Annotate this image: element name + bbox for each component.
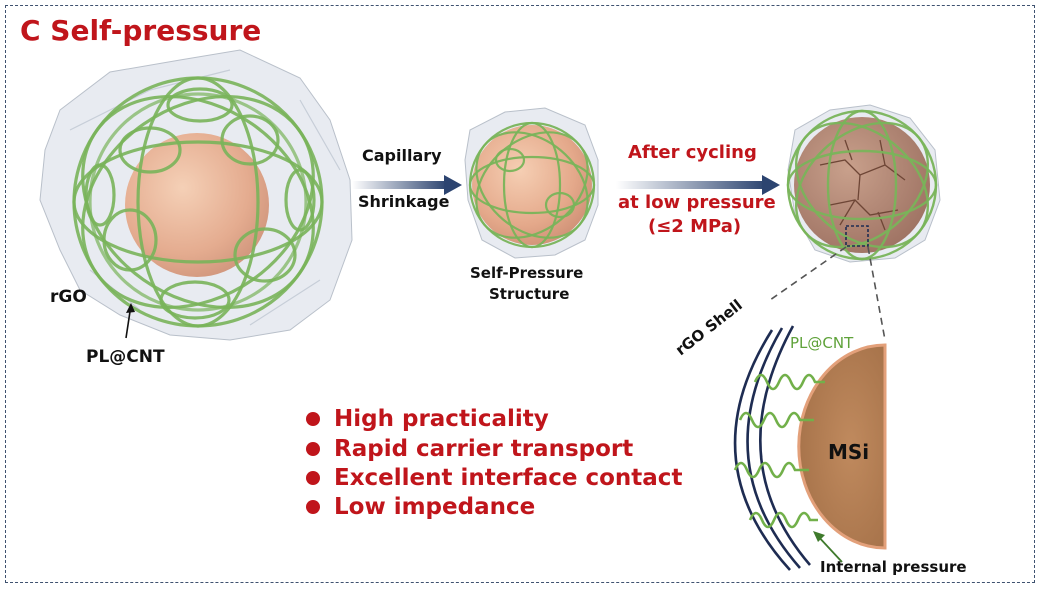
particle-original [39, 49, 353, 341]
rgo-label: rGO [50, 287, 87, 307]
rgo-shell-lines [733, 325, 811, 571]
zoom-box [845, 225, 869, 247]
bullet-text: Excellent interface contact [334, 465, 683, 491]
cnt-network-small [786, 109, 938, 261]
zoom-inset [733, 325, 887, 571]
bullet-dot [306, 412, 320, 426]
cnt-network-large [72, 76, 324, 328]
arrow-capillary-shrinkage [352, 175, 462, 195]
core-sphere-cracked [794, 117, 930, 253]
self-pressure-label-line1: Self-Pressure [470, 264, 584, 282]
internal-pressure-label: Internal pressure [820, 558, 967, 576]
bullet-item: Excellent interface contact [306, 465, 682, 491]
zoom-line-right [867, 246, 886, 341]
bullet-item: Low impedance [306, 494, 535, 520]
particle-after-cycling [769, 104, 941, 341]
after-cycling-label: After cycling [628, 142, 757, 163]
zoom-line-left [769, 246, 847, 301]
low-pressure-label: at low pressure [618, 192, 776, 213]
bullet-dot [306, 500, 320, 514]
panel-title: C Self-pressure [20, 14, 262, 47]
dashed-frame [5, 5, 1035, 583]
self-pressure-label-line2: Structure [489, 285, 570, 303]
cnt-springs [733, 373, 825, 529]
core-sphere-medium [472, 125, 592, 245]
bullet-dot [306, 442, 320, 456]
particle-self-pressure [464, 107, 599, 259]
capillary-label: Capillary [362, 146, 442, 165]
mpa-label: (≤2 MPa) [648, 216, 742, 237]
msi-particle [797, 343, 887, 550]
arrow-after-cycling [616, 175, 780, 195]
bullet-dot [306, 471, 320, 485]
plcnt-label: PL@CNT [86, 347, 165, 367]
cnt-network-medium [468, 121, 596, 249]
bullet-text: Rapid carrier transport [334, 436, 634, 462]
bullet-text: Low impedance [334, 494, 536, 520]
bullet-item: Rapid carrier transport [306, 436, 633, 462]
msi-label: MSi [828, 440, 870, 464]
zoom-plcnt-label: PL@CNT [790, 334, 854, 352]
shrinkage-label: Shrinkage [358, 192, 450, 211]
bullet-item: High practicality [306, 406, 549, 432]
bullet-text: High practicality [334, 406, 549, 432]
